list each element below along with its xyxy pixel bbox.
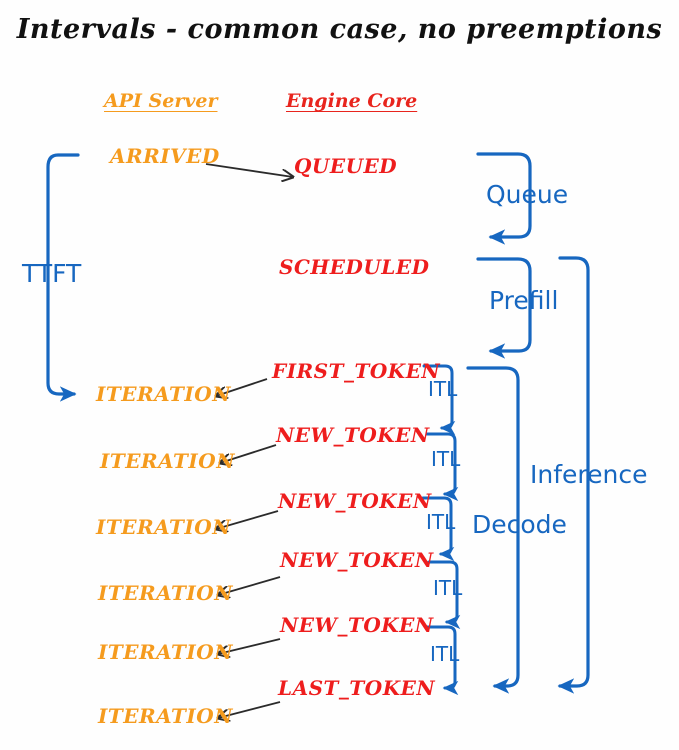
- arrow-last-token-to-iteration: [218, 701, 281, 718]
- interval-label-itl-3: ITL: [426, 510, 456, 534]
- state-iteration-4: ITERATION: [98, 581, 233, 605]
- state-arrived: ARRIVED: [110, 144, 220, 168]
- state-last-token: LAST_TOKEN: [278, 676, 436, 700]
- state-iteration-3: ITERATION: [96, 515, 231, 539]
- bracket-itl-5: [425, 625, 459, 696]
- bracket-queue: [476, 152, 532, 245]
- arrow-first-token-to-iteration: [216, 378, 268, 396]
- bracket-prefill: [476, 257, 532, 359]
- interval-label-itl-4: ITL: [433, 576, 463, 600]
- interval-label-ttft: TTFT: [22, 259, 82, 288]
- arrow-new-token-to-iteration-3: [218, 576, 281, 595]
- interval-label-decode: Decode: [472, 510, 567, 539]
- state-new-token-3: NEW_TOKEN: [280, 548, 434, 572]
- state-first-token: FIRST_TOKEN: [272, 359, 441, 383]
- state-new-token-2: NEW_TOKEN: [278, 489, 432, 513]
- interval-label-itl-1: ITL: [428, 377, 458, 401]
- state-iteration-1: ITERATION: [96, 382, 231, 406]
- bracket-inference: [557, 256, 590, 694]
- column-header-engine-core: Engine Core: [286, 90, 418, 112]
- bracket-itl-2: [425, 432, 459, 502]
- arrow-arrived-to-queued: [205, 163, 293, 177]
- column-header-api-server: API Server: [104, 90, 218, 112]
- state-scheduled: SCHEDULED: [279, 255, 430, 279]
- bracket-itl-4: [427, 560, 461, 630]
- interval-label-queue: Queue: [486, 180, 569, 209]
- interval-label-prefill: Prefill: [489, 286, 559, 315]
- state-iteration-6: ITERATION: [98, 704, 233, 728]
- state-new-token-1: NEW_TOKEN: [276, 423, 430, 447]
- bracket-ttft: [46, 153, 80, 402]
- state-queued: QUEUED: [294, 154, 398, 178]
- bracket-itl-3: [421, 496, 455, 562]
- arrow-new-token-to-iteration-1: [220, 444, 277, 463]
- interval-label-itl-5: ITL: [430, 642, 460, 666]
- state-iteration-5: ITERATION: [98, 640, 233, 664]
- arrow-new-token-to-iteration-2: [216, 510, 279, 529]
- state-new-token-4: NEW_TOKEN: [280, 613, 434, 637]
- interval-label-itl-2: ITL: [431, 447, 461, 471]
- bracket-decode: [466, 366, 520, 694]
- interval-label-inference: Inference: [530, 460, 648, 489]
- state-iteration-2: ITERATION: [100, 449, 235, 473]
- bracket-itl-1: [422, 364, 456, 436]
- arrow-new-token-to-iteration-4: [218, 638, 281, 654]
- page-title: Intervals - common case, no preemptions: [16, 14, 663, 45]
